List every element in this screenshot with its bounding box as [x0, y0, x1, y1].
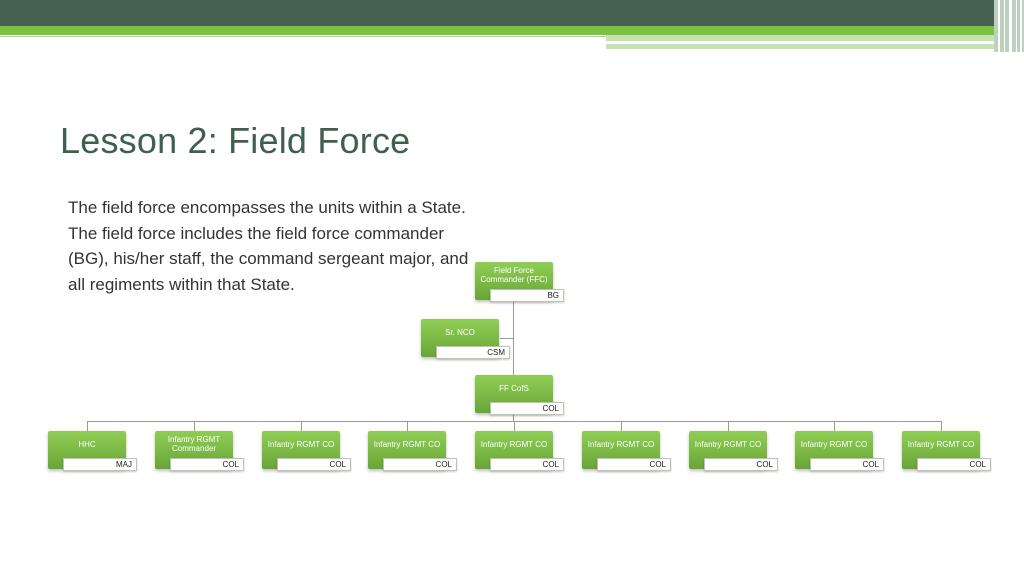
- slide-body-text: The field force encompasses the units wi…: [68, 198, 469, 294]
- connector-line: [194, 421, 195, 431]
- corner-bar: [1004, 0, 1005, 52]
- node-title: Infantry RGMT CO: [587, 439, 655, 449]
- node-title: Infantry RGMT CO: [800, 439, 868, 449]
- node-rank: COL: [490, 458, 564, 471]
- node-title: Sr. NCO: [445, 327, 475, 337]
- header-accent-gap: [826, 49, 1024, 52]
- header-accent-stripe: [606, 35, 1024, 41]
- node-title: Infantry RGMT Commander: [167, 435, 221, 453]
- node-title: Infantry RGMT CO: [373, 439, 441, 449]
- node-rank: BG: [490, 289, 564, 302]
- node-rank: MAJ: [63, 458, 137, 471]
- node-rank: COL: [810, 458, 884, 471]
- slide-title: Lesson 2: Field Force: [60, 120, 411, 161]
- node-rank: COL: [490, 402, 564, 415]
- org-node-unit: Infantry RGMT CO COL: [795, 431, 884, 471]
- connector-line: [728, 421, 729, 431]
- connector-line: [500, 338, 513, 339]
- corner-bar: [1009, 0, 1012, 52]
- corner-bar: [1020, 0, 1022, 52]
- org-node-unit: HHC MAJ: [48, 431, 137, 471]
- org-node-unit: Infantry RGMT CO COL: [582, 431, 671, 471]
- node-title: HHC: [78, 439, 96, 449]
- node-title: Infantry RGMT CO: [694, 439, 762, 449]
- node-rank: COL: [704, 458, 778, 471]
- node-title: Infantry RGMT CO: [267, 439, 335, 449]
- node-rank: CSM: [436, 346, 510, 359]
- node-title: Field Force Commander (FFC): [480, 266, 548, 284]
- connector-line: [301, 421, 302, 431]
- node-title: Infantry RGMT CO: [907, 439, 975, 449]
- node-rank: COL: [917, 458, 991, 471]
- org-node-ffc: Field Force Commander (FFC) BG: [475, 262, 564, 302]
- connector-line: [513, 300, 514, 422]
- node-title: FF CofS: [499, 383, 529, 393]
- org-node-unit: Infantry RGMT CO COL: [689, 431, 778, 471]
- header-thin-line: [0, 36, 606, 37]
- header-corner-bars: [994, 0, 1024, 52]
- org-node-cofs: FF CofS COL: [475, 375, 564, 415]
- node-rank: COL: [170, 458, 244, 471]
- connector-line: [834, 421, 835, 431]
- corner-bar: [1016, 0, 1017, 52]
- corner-bar: [998, 0, 1000, 52]
- connector-line: [941, 421, 942, 431]
- node-rank: COL: [277, 458, 351, 471]
- node-title: Infantry RGMT CO: [480, 439, 548, 449]
- org-node-unit: Infantry RGMT CO COL: [475, 431, 564, 471]
- org-node-sr-nco: Sr. NCO CSM: [421, 319, 510, 359]
- connector-line: [621, 421, 622, 431]
- node-rank: COL: [383, 458, 457, 471]
- org-node-unit: Infantry RGMT CO COL: [262, 431, 351, 471]
- org-node-unit: Infantry RGMT CO COL: [368, 431, 457, 471]
- connector-line: [87, 421, 88, 431]
- header-accent-stripe: [606, 44, 1024, 49]
- node-rank: COL: [597, 458, 671, 471]
- header-band-dark: [0, 0, 1024, 26]
- header-accent-gap: [826, 41, 948, 43]
- org-node-unit: Infantry RGMT CO COL: [902, 431, 991, 471]
- connector-line: [407, 421, 408, 431]
- header-band-green: [0, 26, 1024, 35]
- connector-line: [514, 421, 515, 431]
